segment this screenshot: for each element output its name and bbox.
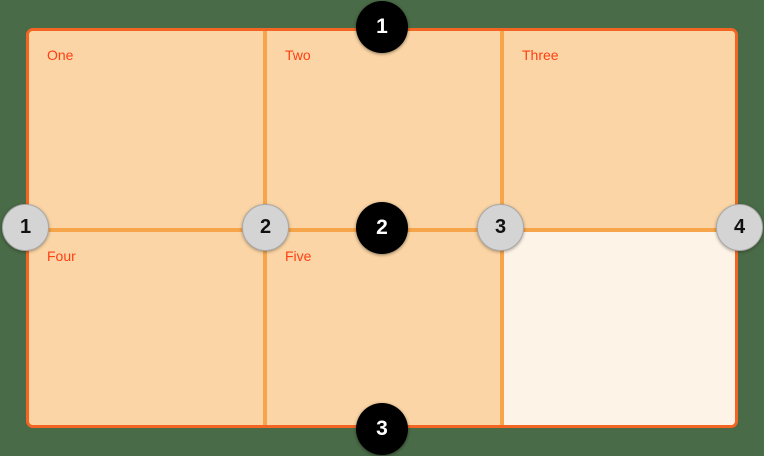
- row-handle-2-label: 2: [376, 216, 388, 239]
- column-handle-1-label: 1: [19, 216, 32, 238]
- cell-label-one: One: [47, 47, 74, 63]
- grid-cell-one[interactable]: One: [29, 31, 263, 228]
- row-handle-1-label: 1: [376, 15, 388, 38]
- row-handle-3[interactable]: 3: [356, 403, 408, 455]
- grid-cell-four[interactable]: Four: [29, 232, 263, 425]
- grid-cell-three[interactable]: Three: [504, 31, 735, 228]
- grid-frame: One Two Three Four Five: [26, 28, 738, 428]
- column-handle-3-label: 3: [494, 216, 507, 238]
- grid-cell-five[interactable]: Five: [267, 232, 500, 425]
- column-handle-4-label: 4: [733, 216, 746, 238]
- cell-label-three: Three: [522, 47, 559, 63]
- grid-cell-two[interactable]: Two: [267, 31, 500, 228]
- column-handle-1[interactable]: 1: [2, 204, 49, 251]
- column-handle-4[interactable]: 4: [716, 204, 763, 251]
- column-handle-2-label: 2: [259, 216, 272, 238]
- cell-label-four: Four: [47, 248, 76, 264]
- column-handle-3[interactable]: 3: [477, 204, 524, 251]
- cell-label-two: Two: [285, 47, 311, 63]
- row-handle-3-label: 3: [376, 417, 388, 440]
- column-handle-2[interactable]: 2: [242, 204, 289, 251]
- grid-cell-empty[interactable]: [504, 232, 735, 425]
- row-handle-1[interactable]: 1: [356, 1, 408, 53]
- row-handle-2[interactable]: 2: [356, 202, 408, 254]
- cell-label-five: Five: [285, 248, 312, 264]
